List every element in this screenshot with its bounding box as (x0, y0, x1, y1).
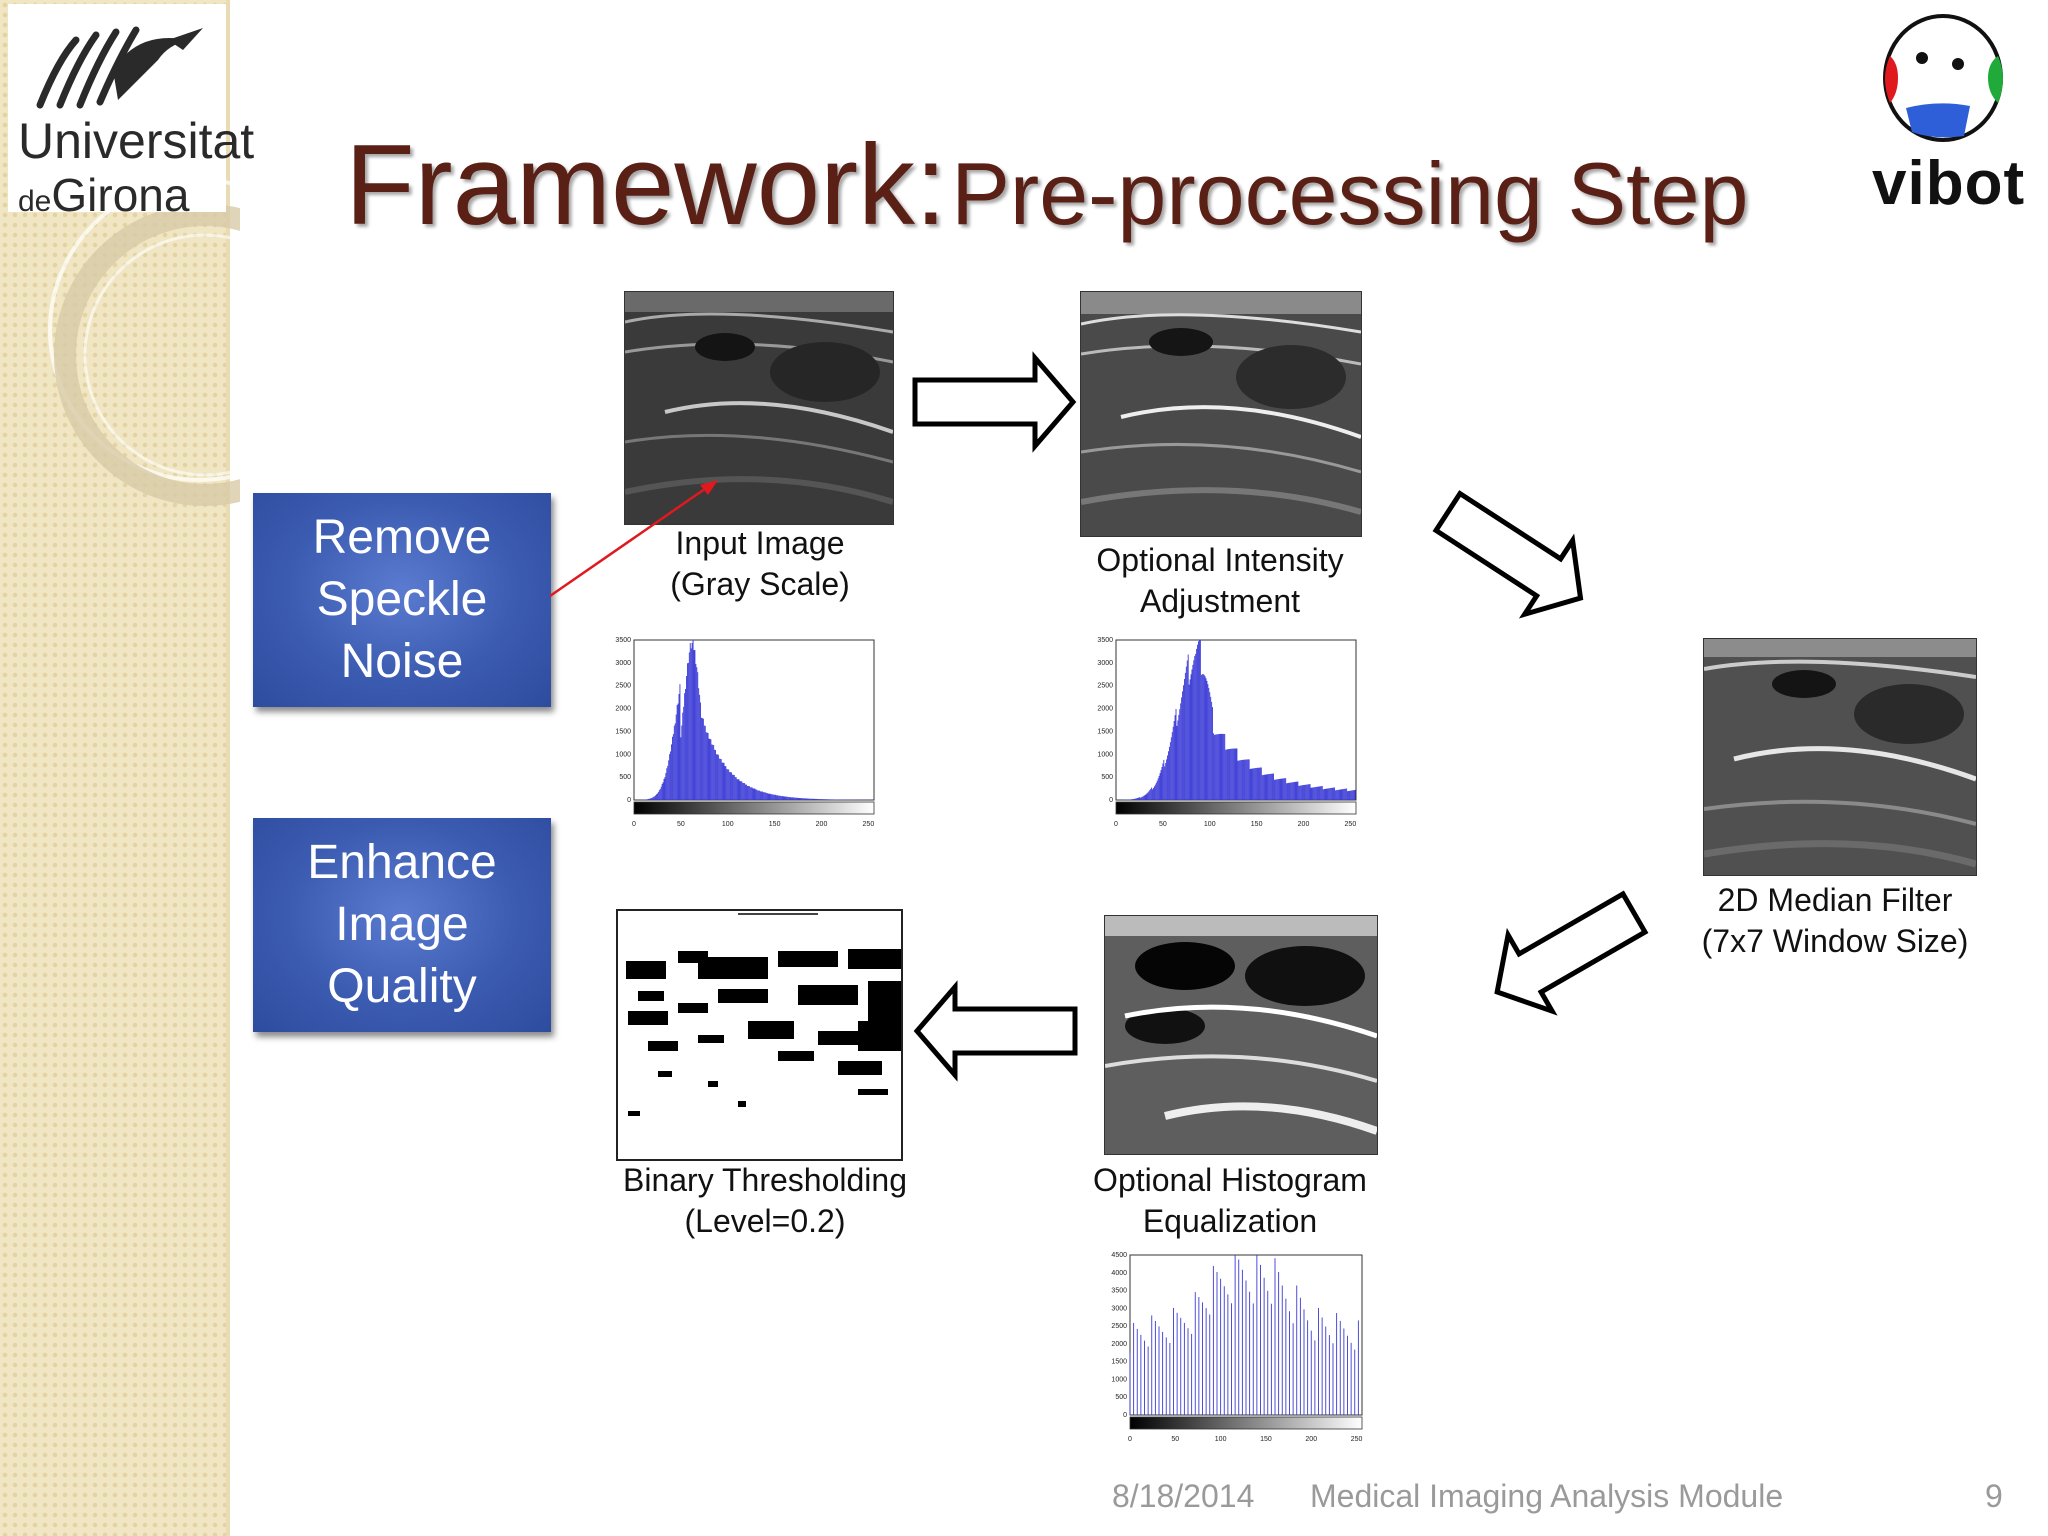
hist-y-tick: 0 (1123, 1412, 1127, 1419)
bird-logo-icon (36, 26, 203, 109)
footer-page-number: 9 (1985, 1478, 2003, 1514)
hist-y-tick: 4500 (1111, 1252, 1127, 1259)
hist-x-tick: 150 (1260, 1436, 1272, 1443)
arrow-down-left (1494, 890, 1649, 1016)
vibot-logo: vibot (1870, 8, 2048, 218)
hist-y-tick: 2000 (1097, 706, 1113, 713)
caption-intensity-line2: Adjustment (1139, 583, 1301, 619)
intensity-adjusted-image (1080, 291, 1362, 537)
hist-y-tick: 2000 (615, 706, 631, 713)
hist-x-tick: 0 (1128, 1436, 1132, 1443)
arrow-left (913, 980, 1078, 1082)
hist-x-tick: 200 (816, 821, 828, 828)
histogram-equalized-image (1104, 915, 1378, 1155)
enhance-image-quality-box: Enhance Image Quality (253, 818, 551, 1032)
hist-gray-ramp (1129, 1416, 1363, 1430)
input-image (624, 291, 894, 525)
hist-y-tick: 500 (1101, 774, 1113, 781)
hist-x-tick: 150 (769, 821, 781, 828)
hist-y-tick: 0 (627, 797, 631, 804)
hist-x-tick: 100 (1204, 821, 1216, 828)
hist-x-tick: 200 (1298, 821, 1310, 828)
remove-speckle-noise-label: Remove Speckle Noise (312, 511, 492, 688)
caption-binary-line1: Binary Thresholding (622, 1162, 907, 1198)
hist-x-tick: 0 (1114, 821, 1118, 828)
hist-x-tick: 200 (1305, 1436, 1317, 1443)
hist-y-tick: 4000 (1111, 1270, 1127, 1277)
hist-x-tick: 0 (632, 821, 636, 828)
sidebar-edge (226, 0, 230, 1536)
arrow-right-1 (912, 351, 1077, 453)
hist-y-tick: 2500 (1097, 683, 1113, 690)
hist-y-tick: 1000 (615, 751, 631, 758)
hist-x-tick: 250 (1351, 1436, 1363, 1443)
hist-y-tick: 1500 (615, 728, 631, 735)
hist-y-tick: 1000 (1111, 1376, 1127, 1383)
hist-gray-ramp (1115, 801, 1357, 815)
university-de: de (18, 185, 52, 218)
caption-binary: Binary Thresholding (Level=0.2) (595, 1160, 935, 1242)
hist-y-tick: 500 (1115, 1394, 1127, 1401)
hist-y-tick: 2000 (1111, 1341, 1127, 1348)
caption-median-line1: 2D Median Filter (1717, 882, 1953, 918)
caption-median-line2: (7x7 Window Size) (1701, 923, 1969, 959)
university-name-line2: deGirona (18, 168, 189, 222)
hist-x-tick: 100 (1215, 1436, 1227, 1443)
hist-y-tick: 1500 (1097, 728, 1113, 735)
caption-input-image: Input Image (Gray Scale) (620, 523, 900, 605)
median-filtered-image (1703, 638, 1977, 876)
hist-x-tick: 150 (1251, 821, 1263, 828)
hist-x-tick: 100 (722, 821, 734, 828)
university-logo: Universitat deGirona (8, 4, 254, 221)
caption-histeq-line2: Equalization (1142, 1203, 1318, 1239)
arrow-down-right (1432, 490, 1584, 619)
hist-y-tick: 3000 (1097, 660, 1113, 667)
hist-x-tick: 250 (1345, 821, 1357, 828)
caption-median: 2D Median Filter (7x7 Window Size) (1665, 880, 2005, 962)
title-main: Framework: (345, 122, 947, 249)
binary-threshold-image (616, 909, 903, 1161)
enhance-image-quality-label: Enhance Image Quality (307, 836, 497, 1013)
caption-histeq-line1: Optional Histogram (1093, 1162, 1367, 1198)
vibot-logo-text: vibot (1872, 149, 2026, 218)
hist-y-tick: 3000 (1111, 1305, 1127, 1312)
caption-input-line1: Input Image (675, 525, 845, 561)
hist-y-tick: 3500 (615, 637, 631, 644)
hist-y-tick: 0 (1109, 797, 1113, 804)
hist-x-tick: 50 (1171, 1436, 1179, 1443)
hist-y-tick: 3500 (1097, 637, 1113, 644)
caption-input-line2: (Gray Scale) (670, 566, 850, 602)
remove-speckle-noise-box: Remove Speckle Noise (253, 493, 551, 707)
university-name-line1: Universitat (18, 113, 255, 169)
red-pointer-arrow-line (549, 482, 713, 598)
caption-histeq: Optional Histogram Equalization (1060, 1160, 1400, 1242)
hist-x-tick: 50 (677, 821, 685, 828)
university-girona: Girona (51, 169, 190, 221)
caption-intensity: Optional Intensity Adjustment (1060, 540, 1380, 622)
hist-y-tick: 3500 (1111, 1288, 1127, 1295)
hist-y-tick: 500 (619, 774, 631, 781)
hist-gray-ramp (633, 801, 875, 815)
robot-face-icon (1883, 14, 2003, 142)
caption-binary-line2: (Level=0.2) (684, 1203, 846, 1239)
hist-x-tick: 250 (863, 821, 875, 828)
footer-date: 8/18/2014 (1112, 1478, 1255, 1514)
hist-y-tick: 1000 (1097, 751, 1113, 758)
hist-y-tick: 3000 (615, 660, 631, 667)
hist-x-tick: 50 (1159, 821, 1167, 828)
red-pointer-arrow-head (700, 480, 718, 495)
hist-y-tick: 2500 (1111, 1323, 1127, 1330)
footer-module-title: Medical Imaging Analysis Module (1310, 1478, 1784, 1514)
caption-intensity-line1: Optional Intensity (1096, 542, 1344, 578)
slide-title: Framework: Pre-processing Step (345, 120, 1748, 251)
hist-y-tick: 2500 (615, 683, 631, 690)
title-rest: Pre-processing Step (951, 144, 1749, 243)
hist-y-tick: 1500 (1111, 1359, 1127, 1366)
